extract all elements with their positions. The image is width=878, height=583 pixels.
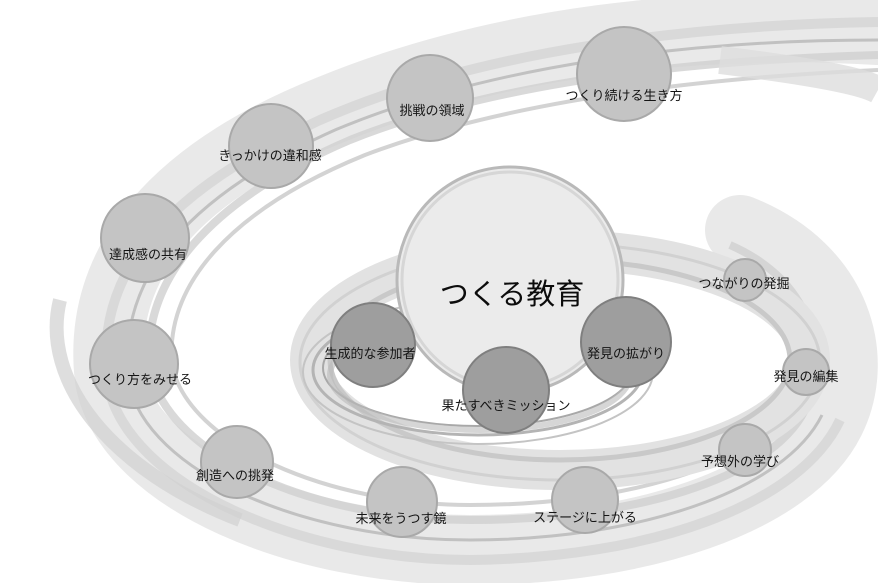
node-label: 予想外の学び — [700, 455, 780, 470]
node-label: 果たすべきミッション — [441, 399, 571, 414]
node-label: 達成感の共有 — [108, 248, 188, 263]
node-circle — [100, 193, 190, 283]
node-label: つながりの発掘 — [698, 277, 790, 292]
node-label: 発見の拡がり — [586, 347, 666, 362]
node-label: 未来をうつす鏡 — [355, 512, 447, 527]
node-circle — [551, 466, 619, 534]
node-label: きっかけの違和感 — [218, 149, 322, 164]
node-circle — [89, 319, 179, 409]
node-label: つくり続ける生き方 — [565, 89, 683, 104]
node-circle — [782, 348, 830, 396]
node-circle — [228, 103, 314, 189]
node-label: 創造への挑発 — [195, 469, 275, 484]
node-label: 発見の編集 — [773, 370, 839, 385]
node-label: ステージに上がる — [533, 511, 637, 526]
node-circle — [576, 26, 672, 122]
node-circle — [718, 423, 772, 477]
node-circle — [386, 54, 474, 142]
center-label: つくる教育 — [439, 277, 585, 311]
node-label: つくり方をみせる — [87, 373, 193, 388]
node-label: 生成的な参加者 — [324, 347, 416, 362]
node-circle — [462, 346, 550, 434]
node-circle — [723, 258, 767, 302]
node-label: 挑戦の領域 — [399, 104, 465, 119]
node-circle — [200, 425, 274, 499]
node-circle — [580, 296, 672, 388]
node-circle — [366, 466, 438, 538]
node-circle — [330, 302, 416, 388]
